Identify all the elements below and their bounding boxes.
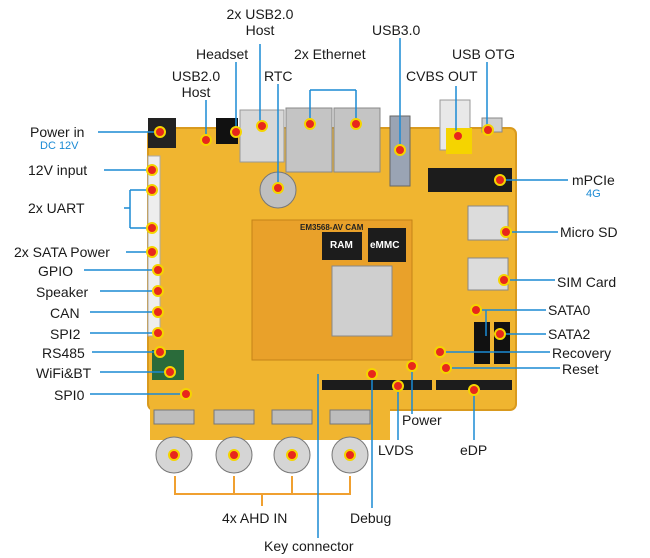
label-wifi-bt: WiFi&BT <box>36 365 92 381</box>
label-mpcie: mPCIe <box>572 172 615 188</box>
sata0-connector <box>474 322 490 364</box>
markers <box>146 118 512 461</box>
label-cvbs-out: CVBS OUT <box>406 68 478 84</box>
label-spi2: SPI2 <box>50 326 81 342</box>
label-uart: 2x UART <box>28 200 85 216</box>
label-reset: Reset <box>562 361 599 377</box>
label-rs485: RS485 <box>42 345 85 361</box>
label-debug: Debug <box>350 510 392 526</box>
label-key-connector: Key connector <box>264 538 354 554</box>
label-speaker: Speaker <box>36 284 89 300</box>
label-gpio: GPIO <box>38 263 74 279</box>
label-12v-input: 12V input <box>28 162 88 178</box>
sata2-connector <box>494 322 510 364</box>
label-power: Power <box>402 412 442 428</box>
label-mpcie-sub: 4G <box>586 188 601 200</box>
label-usb-otg: USB OTG <box>452 46 516 62</box>
headset-jack <box>216 118 238 144</box>
label-recovery: Recovery <box>552 345 612 361</box>
label-sata2: SATA2 <box>548 326 591 342</box>
label-ahd-in: 4x AHD IN <box>222 510 288 526</box>
ethernet-port-1 <box>285 107 333 173</box>
label-ethernet: 2x Ethernet <box>294 46 366 62</box>
label-sim-card: SIM Card <box>557 274 617 290</box>
label-power-in: Power in <box>30 124 85 140</box>
label-usb30: USB3.0 <box>372 22 421 38</box>
emmc-chip <box>368 228 406 262</box>
bnc-connectors <box>153 409 371 474</box>
label-micro-sd: Micro SD <box>560 224 618 240</box>
ethernet-port-2 <box>333 107 381 173</box>
leader-lines <box>84 38 568 538</box>
label-rtc: RTC <box>264 68 293 84</box>
ram-chip <box>322 232 362 260</box>
label-spi0: SPI0 <box>54 387 85 403</box>
ram-chip-label: RAM <box>330 240 353 251</box>
lvds-header <box>322 380 432 390</box>
label-can: CAN <box>50 305 80 321</box>
label-power-in-sub: DC 12V <box>40 140 79 152</box>
soc-chip <box>331 265 393 337</box>
label-sata-power: 2x SATA Power <box>14 244 110 260</box>
ahd-bracket <box>174 476 351 506</box>
label-headset: Headset <box>196 46 249 62</box>
label-edp: eDP <box>460 442 488 458</box>
module-label: EM3568-AV CAM <box>300 223 364 232</box>
emmc-chip-label: eMMC <box>370 240 400 251</box>
label-lvds: LVDS <box>378 442 414 458</box>
label-sata0: SATA0 <box>548 302 591 318</box>
microsd-slot <box>467 205 509 241</box>
